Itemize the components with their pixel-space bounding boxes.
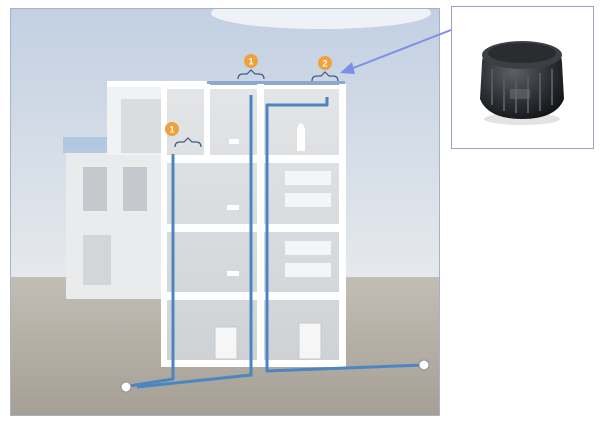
appliance — [214, 326, 238, 360]
drain-pipes — [122, 95, 424, 389]
penthouse-opening — [121, 99, 167, 153]
building-wall — [257, 84, 264, 367]
annex-door — [83, 235, 111, 285]
annex-window — [83, 167, 107, 211]
outlet-cleanout — [120, 381, 132, 393]
marker-1: 1 — [165, 122, 179, 136]
marker-label: 1 — [248, 57, 253, 67]
marker-roof-1: 1 — [244, 54, 258, 68]
roof-drain-outlet-icon — [480, 41, 564, 125]
annex-window — [123, 167, 147, 211]
appliance — [298, 322, 322, 360]
outlet-cleanout — [418, 359, 430, 371]
floor-slab — [161, 360, 345, 367]
marker-label: 2 — [322, 59, 327, 69]
callout-brackets — [174, 69, 339, 148]
building-wall — [161, 84, 167, 367]
marker-2: 2 — [318, 56, 332, 70]
detail-inset — [451, 6, 594, 149]
building-illustration: 1 1 2 — [11, 9, 439, 415]
roof-membrane — [207, 81, 345, 85]
penthouse-roof — [107, 81, 207, 87]
floor-slab — [161, 292, 345, 300]
shelves — [285, 171, 331, 277]
floor-slab — [161, 155, 345, 163]
annex-wall — [66, 149, 166, 299]
marker-label: 1 — [169, 125, 174, 135]
sinks — [227, 139, 239, 276]
bottle-fixture — [297, 123, 305, 151]
floor-slab — [161, 224, 345, 232]
building-wall — [204, 84, 210, 156]
building-wall — [339, 84, 346, 367]
cloud — [211, 9, 431, 29]
building-section-diagram: 1 1 2 — [10, 8, 440, 416]
